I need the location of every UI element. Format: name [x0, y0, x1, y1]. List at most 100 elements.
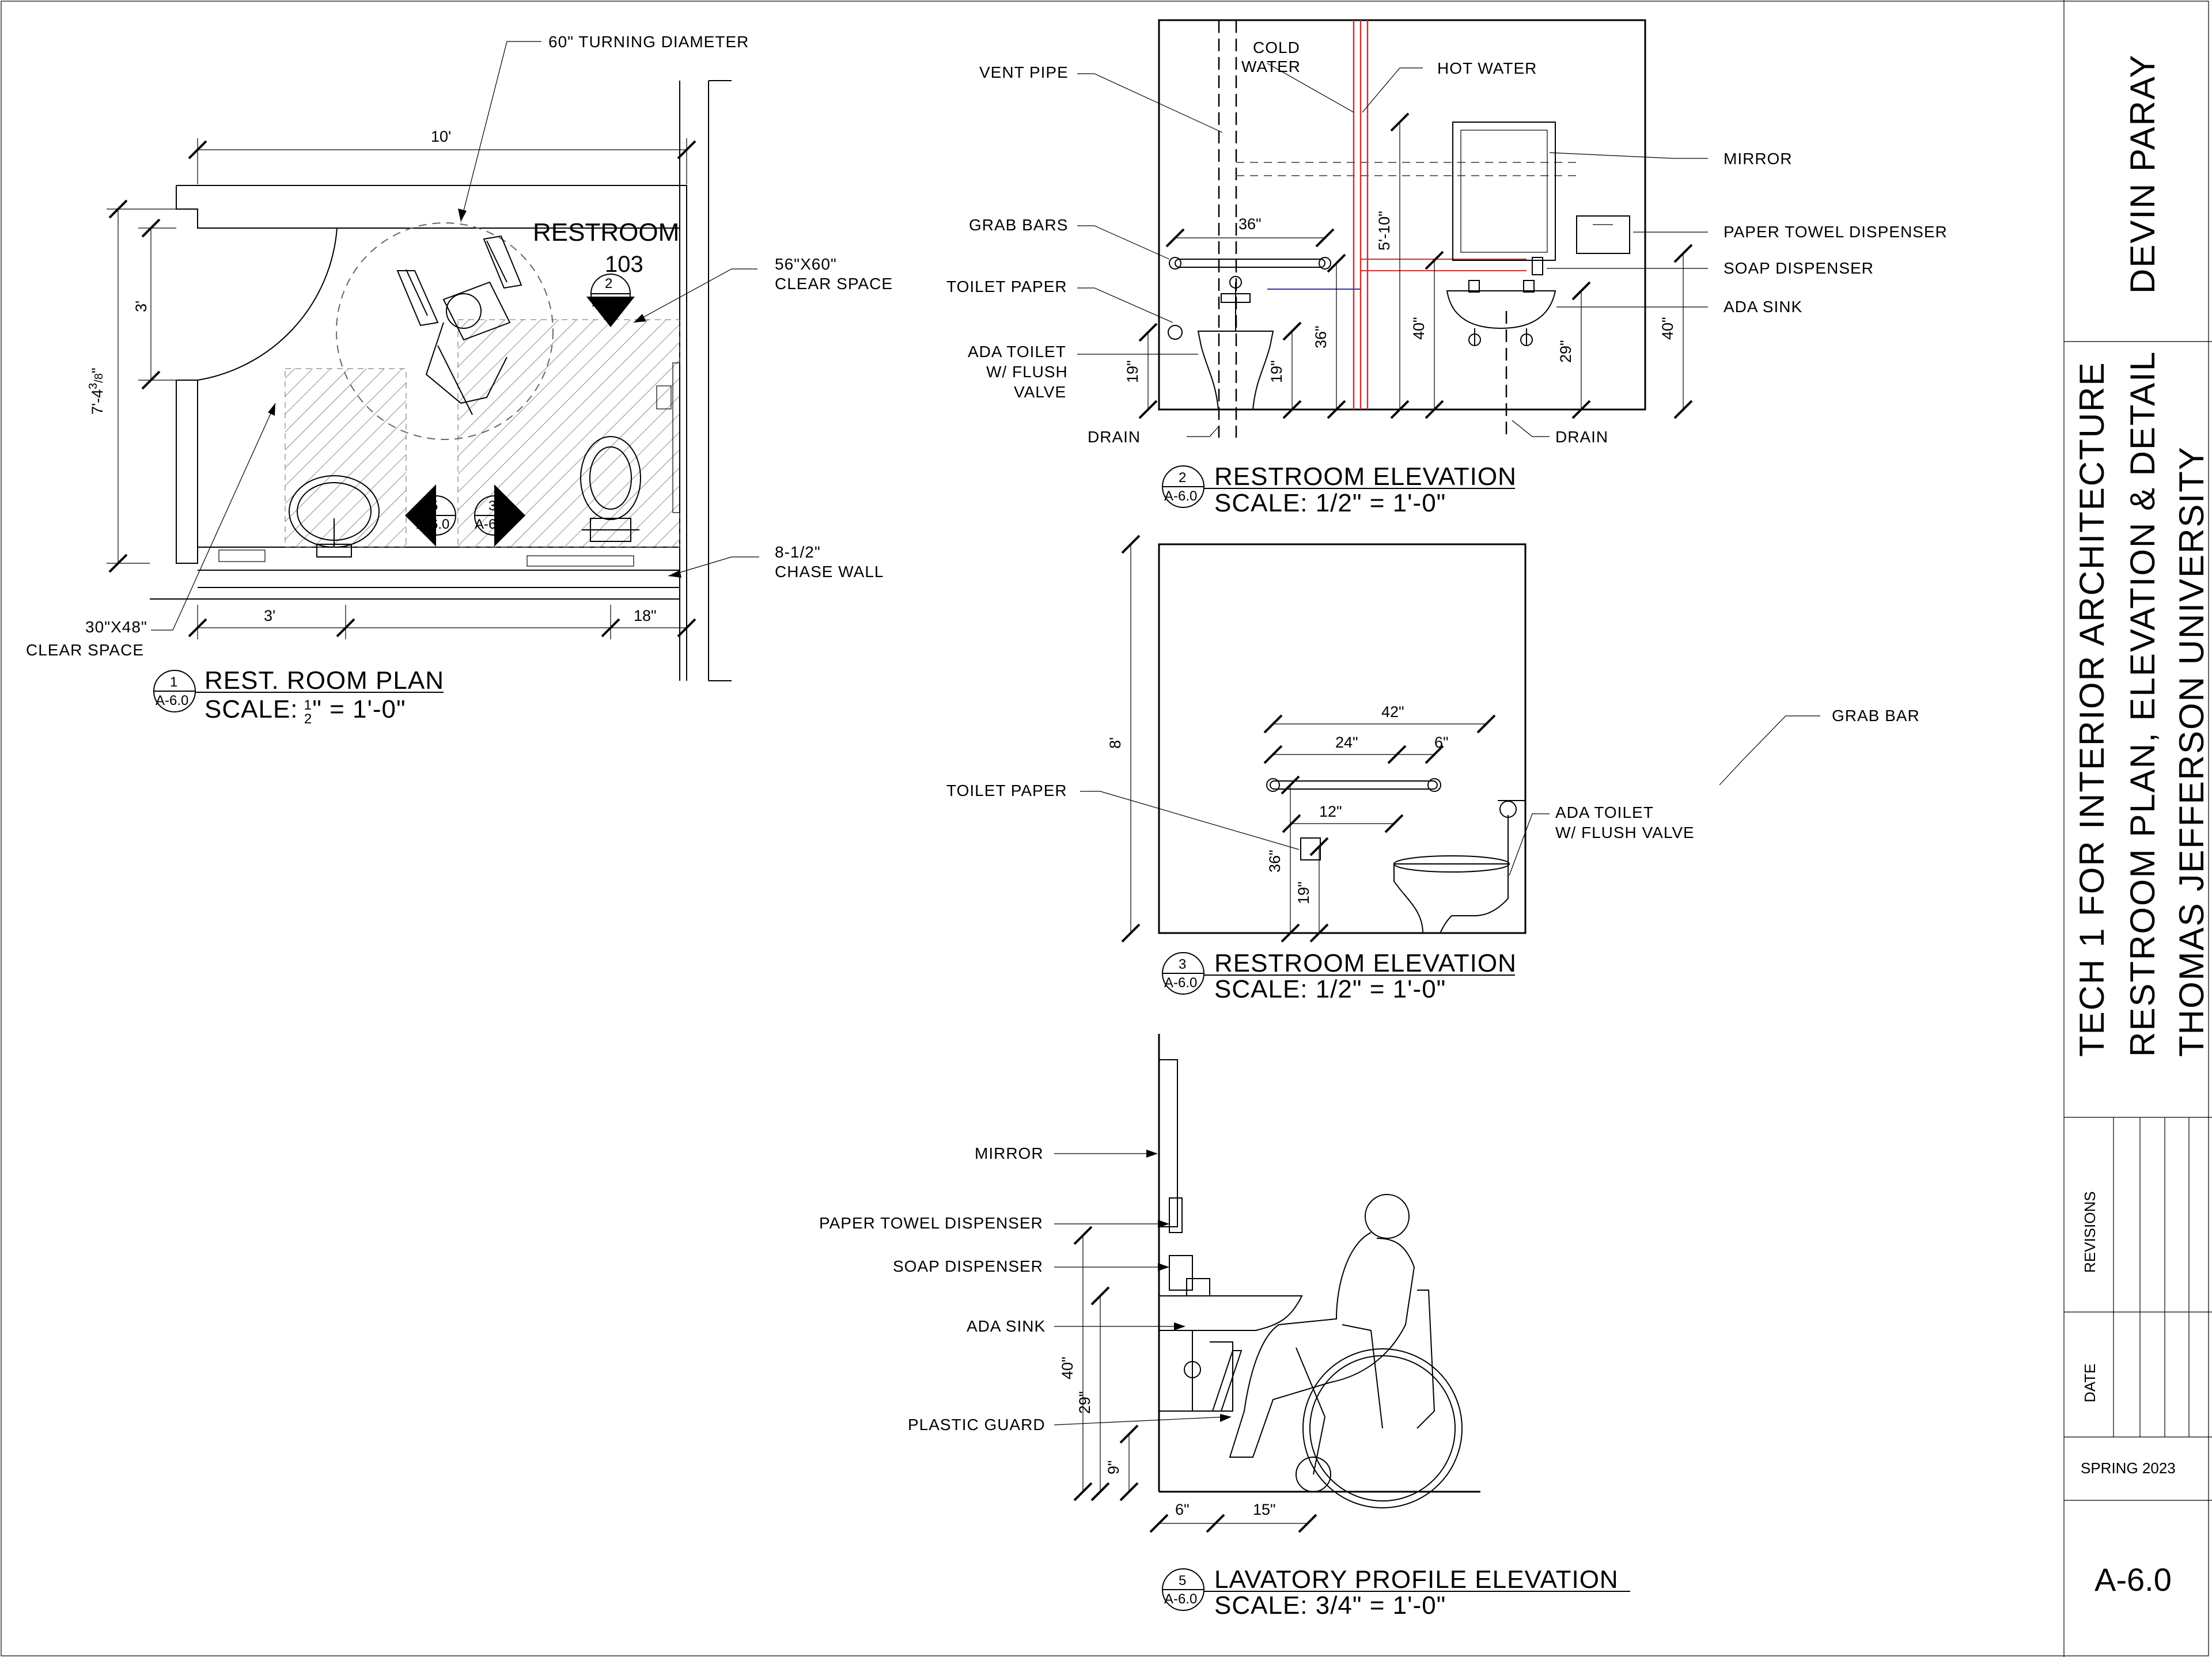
title-block: DEVIN PARAY TECH 1 FOR INTERIOR ARCHITEC… — [2063, 0, 2212, 1657]
elev2-note-mirror: MIRROR — [1724, 150, 1793, 168]
marker-5: 5 A-6.0 — [405, 484, 456, 547]
elev5-note-towel: PAPER TOWEL DISPENSER — [819, 1214, 1043, 1232]
plan-grab-bar — [672, 362, 680, 513]
marker-2: 2 A-6.0 — [586, 274, 635, 327]
elev2-note-grab: GRAB BARS — [969, 216, 1068, 234]
restroom-elevation-2: VENT PIPE COLD WATER HOT WATER MIRROR GR… — [946, 19, 1948, 517]
elev2-mirror — [1452, 122, 1556, 261]
elev2-note-drain-r: DRAIN — [1555, 428, 1608, 446]
elev5-towel — [1169, 1197, 1183, 1233]
elev2-note-hot: HOT WATER — [1437, 59, 1537, 77]
elev2-note-vent: VENT PIPE — [979, 63, 1069, 81]
elev2-dim-towel-h: 40" — [1659, 317, 1676, 340]
elev2-note-drain-l: DRAIN — [1088, 428, 1141, 446]
elev3-bubble-ref: A-6.0 — [1164, 975, 1197, 991]
school-name: THOMAS JEFFERSON UNIVERSITY — [2172, 446, 2211, 1057]
elev2-note-towel: PAPER TOWEL DISPENSER — [1724, 223, 1948, 241]
plan-toilet — [580, 436, 641, 542]
elev3-grab-bar — [1266, 778, 1441, 792]
elev3-note-tp: TOILET PAPER — [946, 782, 1067, 799]
elev5-dimensions: 40" 29" 9" 6" 15" — [1059, 1226, 1317, 1533]
plan-dimensions: 10' 3' 7'-43/8" 3' 18" — [87, 128, 696, 639]
elev2-dim-sink-h: 29" — [1557, 340, 1574, 363]
elev5-title-block: 5 A-6.0 LAVATORY PROFILE ELEVATION SCALE… — [1162, 1565, 1630, 1620]
plan-bubble-ref: A-6.0 — [156, 693, 188, 708]
elev2-note-tp: TOILET PAPER — [946, 278, 1067, 295]
restroom-plan: RESTROOM 103 2 A-6.0 5 A-6.0 3 A-6.0 — [26, 33, 893, 727]
elev3-scale: SCALE: 1/2" = 1'-0" — [1214, 975, 1446, 1003]
elev2-note-soap: SOAP DISPENSER — [1724, 259, 1874, 277]
revisions-label: REVISIONS — [2081, 1191, 2099, 1273]
elev3-dim-tp-off: 12" — [1319, 803, 1342, 820]
elev2-bubble-ref: A-6.0 — [1164, 488, 1197, 504]
elev3-bubble-num: 3 — [1179, 957, 1186, 972]
elev5-note-guard: PLASTIC GUARD — [908, 1416, 1046, 1434]
elev2-grab-bar — [1169, 257, 1331, 270]
plan-walls — [150, 80, 732, 681]
elev2-leaders: VENT PIPE COLD WATER HOT WATER MIRROR GR… — [946, 39, 1948, 446]
note-chase-b: CHASE WALL — [775, 563, 884, 581]
elev2-dim-grab-h: 36" — [1312, 325, 1330, 348]
term-label: SPRING 2023 — [2081, 1459, 2176, 1477]
elev2-scale: SCALE: 1/2" = 1'-0" — [1214, 489, 1446, 517]
dim-bottom-left: 3' — [264, 607, 275, 624]
door-swing — [197, 227, 338, 381]
note-clear-30-a: 30"X48" — [85, 618, 147, 636]
clear-space-30x48 — [285, 368, 407, 548]
elev2-dim-seat-h: 19" — [1268, 360, 1285, 383]
marker-2-num: 2 — [605, 276, 612, 291]
plan-trash — [218, 549, 266, 562]
elev2-soap — [1532, 257, 1543, 275]
note-clear-30-b: CLEAR SPACE — [26, 641, 144, 659]
note-clear-56-b: CLEAR SPACE — [775, 275, 893, 293]
elev3-dimensions: 8' 42" 24" 6" 12" 36" 19" — [1107, 534, 1496, 943]
elev2-tp — [1168, 325, 1183, 340]
plan-sink — [289, 475, 380, 558]
elev3-tp — [1300, 837, 1321, 860]
elev3-note-toilet-a: ADA TOILET — [1555, 803, 1654, 821]
elev2-note-sink: ADA SINK — [1724, 298, 1802, 316]
elev5-note-mirror: MIRROR — [975, 1144, 1044, 1162]
date-label: DATE — [2081, 1364, 2099, 1402]
elev5-dim-h9: 9" — [1105, 1460, 1122, 1474]
elev2-title: RESTROOM ELEVATION — [1214, 462, 1517, 491]
elev5-bubble-num: 5 — [1179, 1573, 1186, 1588]
elev3-dim-bar-h: 36" — [1266, 850, 1283, 873]
elev2-bubble-num: 2 — [1179, 470, 1186, 486]
elev3-dim-bar-total: 42" — [1381, 703, 1404, 721]
elev5-note-sink: ADA SINK — [967, 1317, 1046, 1335]
note-chase-a: 8-1/2" — [775, 543, 821, 561]
elev5-dim-h29: 29" — [1076, 1391, 1093, 1414]
elev2-dim-pipe-h: 5'-10" — [1376, 211, 1393, 251]
elev2-note-toilet-b: W/ FLUSH — [986, 363, 1068, 381]
plan-title: REST. ROOM PLAN — [204, 666, 444, 695]
elev2-note-toilet-a: ADA TOILET — [968, 343, 1066, 361]
wheelchair-user-plan — [396, 235, 522, 415]
room-name: RESTROOM — [533, 218, 679, 247]
elev2-note-cold-a: COLD — [1253, 39, 1300, 56]
marker-3-num: 3 — [488, 498, 496, 514]
drawing-title: RESTROOM PLAN, ELEVATION & DETAIL — [2123, 351, 2162, 1057]
plan-tp — [656, 385, 672, 409]
elev3-dim-tp-h: 19" — [1295, 881, 1312, 904]
elev3-note-grab: GRAB BAR — [1832, 707, 1920, 725]
elev5-leaders: MIRROR PAPER TOWEL DISPENSER SOAP DISPEN… — [819, 1144, 1232, 1434]
marker-5-ref: A-6.0 — [416, 517, 449, 532]
elev5-dim-d6: 6" — [1175, 1501, 1190, 1518]
elev2-towel-dispenser — [1576, 215, 1630, 254]
marker-3: 3 A-6.0 — [474, 484, 525, 547]
elev2-frame — [1158, 19, 1646, 411]
elev2-dim-tp-h: 19" — [1124, 360, 1141, 383]
elev2-note-cold-b: WATER — [1241, 58, 1301, 75]
plan-chase-fixture — [527, 555, 634, 567]
course-title: TECH 1 FOR INTERIOR ARCHITECTURE — [2073, 362, 2111, 1057]
note-clear-56-a: 56"X60" — [775, 255, 837, 273]
marker-2-ref: A-6.0 — [592, 294, 625, 310]
elev5-wheelchair-user — [1229, 1194, 1463, 1508]
dim-height: 7'-43/8" — [87, 367, 106, 415]
elev2-title-block: 2 A-6.0 RESTROOM ELEVATION SCALE: 1/2" =… — [1162, 462, 1517, 517]
